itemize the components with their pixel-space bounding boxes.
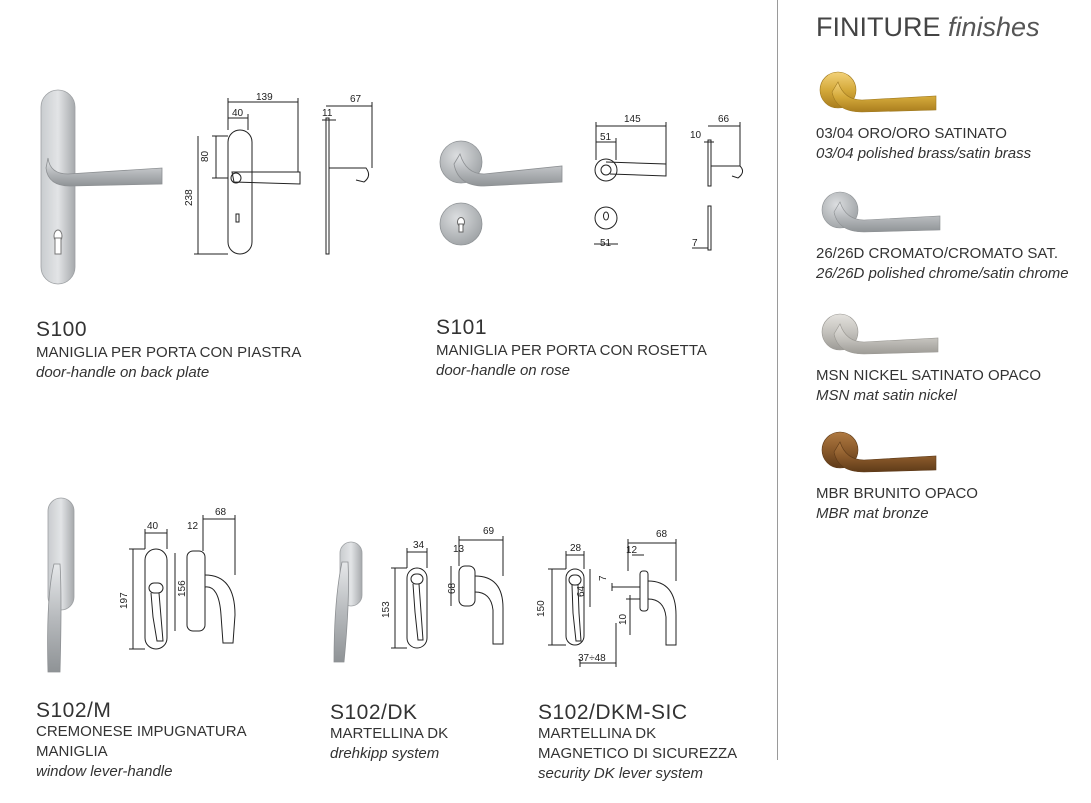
product-code-s102m: S102/M: [36, 699, 112, 722]
finishes-title-it: FINITURE: [816, 12, 941, 42]
s102dk-photo: [333, 541, 363, 663]
product-desc-en-s100: door-handle on back plate: [36, 364, 210, 381]
product-code-s102dk: S102/DK: [330, 701, 418, 724]
s101-drawing: 145 51 66 10 51 7: [594, 114, 744, 251]
product-desc-it-s102dk: MARTELLINA DK: [330, 725, 449, 742]
s100-dim-238: 238: [184, 189, 195, 206]
finish-it-nickel: MSN NICKEL SATINATO OPACO: [816, 367, 1042, 384]
finish-swatch-chrome: [821, 191, 941, 233]
finish-swatch-nickel: [821, 313, 939, 355]
finish-en-nickel: MSN mat satin nickel: [816, 387, 957, 404]
s102dkmsic-dim-10: 10: [618, 613, 629, 625]
product-code-s101: S101: [436, 316, 488, 339]
s101-dim-10: 10: [690, 130, 702, 141]
product-desc-en-s101: door-handle on rose: [436, 362, 570, 379]
s101-photo: [439, 140, 563, 246]
product-desc-it1-s102dkmsic: MARTELLINA DK: [538, 725, 657, 742]
s100-dim-40: 40: [232, 108, 244, 119]
finish-en-bronze: MBR mat bronze: [816, 505, 929, 522]
s102dkmsic-drawing: 28 12 68 7 150 64 10 37÷48: [536, 529, 677, 667]
s101-dim-51-top: 51: [600, 132, 612, 143]
s102m-dim-40: 40: [147, 521, 159, 532]
s102dk-dim-13: 13: [453, 544, 465, 555]
product-code-s100: S100: [36, 318, 88, 341]
s102m-photo: [47, 497, 75, 673]
product-desc-it1-s102m: CREMONESE IMPUGNATURA: [36, 723, 247, 740]
s102m-dim-68: 68: [215, 507, 227, 518]
product-desc-en-s102m: window lever-handle: [36, 763, 173, 780]
finishes-title-en: finishes: [948, 12, 1040, 42]
s102dk-drawing: 34 69 13 153 68: [381, 526, 504, 649]
s100-dim-80: 80: [200, 150, 211, 162]
product-desc-it-s101: MANIGLIA PER PORTA CON ROSETTA: [436, 342, 707, 359]
finish-en-chrome: 26/26D polished chrome/satin chrome: [816, 265, 1069, 282]
finish-swatch-bronze: [821, 431, 937, 473]
section-divider: [777, 0, 778, 760]
s102dkmsic-dim-28: 28: [570, 543, 582, 554]
s102dkmsic-dim-64: 64: [576, 585, 587, 597]
s101-dim-7: 7: [692, 238, 698, 249]
s101-dim-66: 66: [718, 114, 730, 125]
finish-en-brass: 03/04 polished brass/satin brass: [816, 145, 1032, 162]
product-desc-en-s102dk: drehkipp system: [330, 745, 440, 762]
product-desc-it-s100: MANIGLIA PER PORTA CON PIASTRA: [36, 344, 302, 361]
s101-dim-51-bottom: 51: [600, 238, 612, 249]
product-desc-it2-s102dkmsic: MAGNETICO DI SICUREZZA: [538, 745, 738, 762]
s102dk-dim-153: 153: [381, 601, 392, 618]
s102dkmsic-dim-37-48: 37÷48: [578, 653, 606, 664]
s102dk-dim-68: 68: [447, 582, 458, 594]
s100-drawing: 139 40 67 11 80 238: [184, 92, 373, 255]
product-desc-it2-s102m: MANIGLIA: [36, 743, 108, 760]
s102m-dim-156: 156: [177, 580, 188, 597]
s101-dim-145: 145: [624, 114, 641, 125]
s102m-drawing: 40 68 12 197 156: [119, 507, 236, 650]
s100-dim-139: 139: [256, 92, 273, 103]
finish-it-brass: 03/04 ORO/ORO SATINATO: [816, 125, 1007, 142]
s102m-dim-197: 197: [119, 592, 130, 609]
finish-swatch-brass: [819, 71, 937, 113]
s102dkmsic-dim-150: 150: [536, 600, 547, 617]
s102dk-dim-69: 69: [483, 526, 495, 537]
product-code-s102dkmsic: S102/DKM-SIC: [538, 701, 688, 724]
finishes-title: FINITURE finishes: [816, 12, 1040, 43]
s102dk-dim-34: 34: [413, 540, 425, 551]
product-desc-en-s102dkmsic: security DK lever system: [538, 765, 704, 782]
s102m-dim-12: 12: [187, 521, 199, 532]
s102dkmsic-dim-7: 7: [598, 575, 609, 581]
s100-photo: [40, 89, 163, 285]
s100-dim-67: 67: [350, 94, 362, 105]
s102dkmsic-dim-68: 68: [656, 529, 668, 540]
s100-dim-11: 11: [322, 108, 333, 119]
finish-it-chrome: 26/26D CROMATO/CROMATO SAT.: [816, 245, 1058, 262]
s102dkmsic-dim-12: 12: [626, 545, 638, 556]
finish-it-bronze: MBR BRUNITO OPACO: [816, 485, 978, 502]
